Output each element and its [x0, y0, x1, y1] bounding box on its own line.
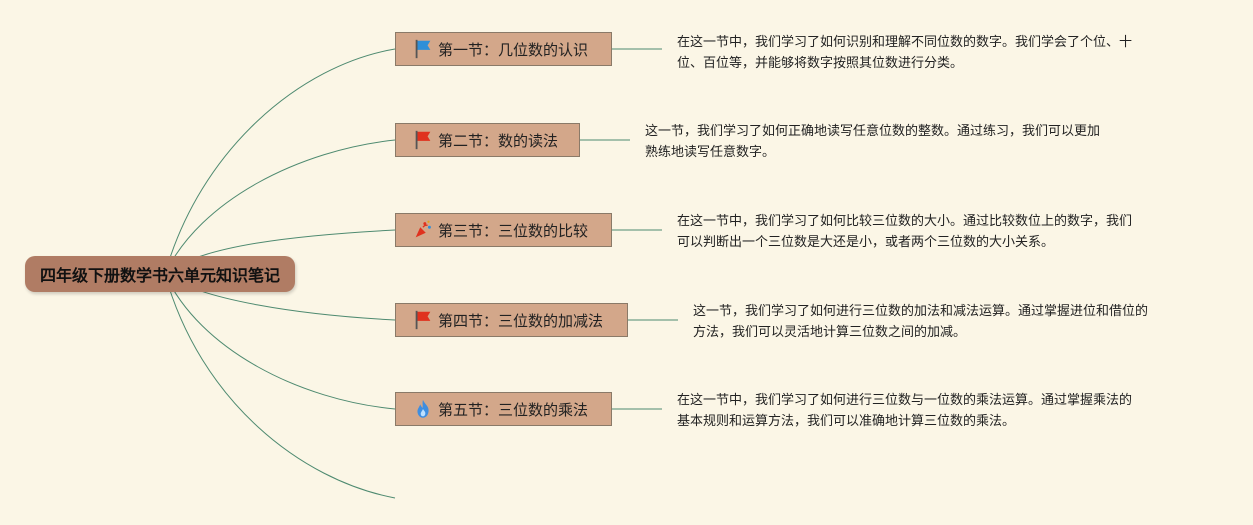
- note-section-1: 在这一节中，我们学习了如何识别和理解不同位数的数字。我们学会了个位、十 位、百位…: [677, 32, 1132, 74]
- root-topic-label: 四年级下册数学书六单元知识笔记: [39, 266, 280, 285]
- red-flag-icon: [415, 130, 431, 150]
- note-section-1-line-1: 在这一节中，我们学习了如何识别和理解不同位数的数字。我们学会了个位、十: [677, 35, 1133, 50]
- connector-section-5: [164, 273, 396, 410]
- party-popper-icon: [415, 220, 431, 238]
- branch-section-1-label: 第一节：几位数的认识: [438, 40, 589, 59]
- note-section-1-line-2: 位、百位等，并能够将数字按照其位数进行分类。: [677, 56, 964, 71]
- connector-section-1: [164, 48, 396, 275]
- red-flag-icon: [415, 310, 431, 330]
- branch-section-5-label: 第五节：三位数的乘法: [438, 400, 589, 419]
- note-section-3-line-2: 可以判断出一个三位数是大还是小，或者两个三位数的大小关系。: [677, 235, 1055, 250]
- note-section-3: 在这一节中，我们学习了如何比较三位数的大小。通过比较数位上的数字，我们 可以判断…: [677, 211, 1132, 253]
- connector-trailing: [164, 273, 396, 499]
- connector-section-2: [164, 139, 396, 275]
- note-section-4-line-1: 这一节，我们学习了如何进行三位数的加法和减法运算。通过掌握进位和借位的: [693, 304, 1149, 319]
- note-section-4-line-2: 方法，我们可以灵活地计算三位数之间的加减。: [693, 325, 967, 340]
- branch-section-2[interactable]: 第二节：数的读法: [395, 123, 580, 157]
- branch-section-4-label: 第四节：三位数的加减法: [438, 311, 604, 330]
- note-section-3-line-1: 在这一节中，我们学习了如何比较三位数的大小。通过比较数位上的数字，我们: [677, 214, 1133, 229]
- note-section-2-line-1: 这一节，我们学习了如何正确地读写任意位数的整数。通过练习，我们可以更加: [645, 124, 1101, 139]
- branch-section-2-label: 第二节：数的读法: [438, 131, 559, 150]
- branch-section-4[interactable]: 第四节：三位数的加减法: [395, 303, 628, 337]
- branch-section-3[interactable]: 第三节：三位数的比较: [395, 213, 612, 247]
- note-section-5: 在这一节中，我们学习了如何进行三位数与一位数的乘法运算。通过掌握乘法的 基本规则…: [677, 390, 1132, 432]
- branch-section-5[interactable]: 第五节：三位数的乘法: [395, 392, 612, 426]
- note-section-4: 这一节，我们学习了如何进行三位数的加法和减法运算。通过掌握进位和借位的 方法，我…: [693, 301, 1148, 343]
- note-section-5-line-2: 基本规则和运算方法，我们可以准确地计算三位数的乘法。: [677, 414, 1016, 429]
- flame-icon: [417, 399, 429, 418]
- note-section-2: 这一节，我们学习了如何正确地读写任意位数的整数。通过练习，我们可以更加 熟练地读…: [645, 121, 1100, 163]
- root-topic[interactable]: 四年级下册数学书六单元知识笔记: [25, 256, 295, 292]
- note-section-5-line-1: 在这一节中，我们学习了如何进行三位数与一位数的乘法运算。通过掌握乘法的: [677, 393, 1133, 408]
- branch-section-3-label: 第三节：三位数的比较: [438, 221, 589, 240]
- branch-section-1[interactable]: 第一节：几位数的认识: [395, 32, 612, 66]
- note-section-2-line-2: 熟练地读写任意数字。: [645, 145, 776, 160]
- blue-flag-icon: [415, 39, 431, 59]
